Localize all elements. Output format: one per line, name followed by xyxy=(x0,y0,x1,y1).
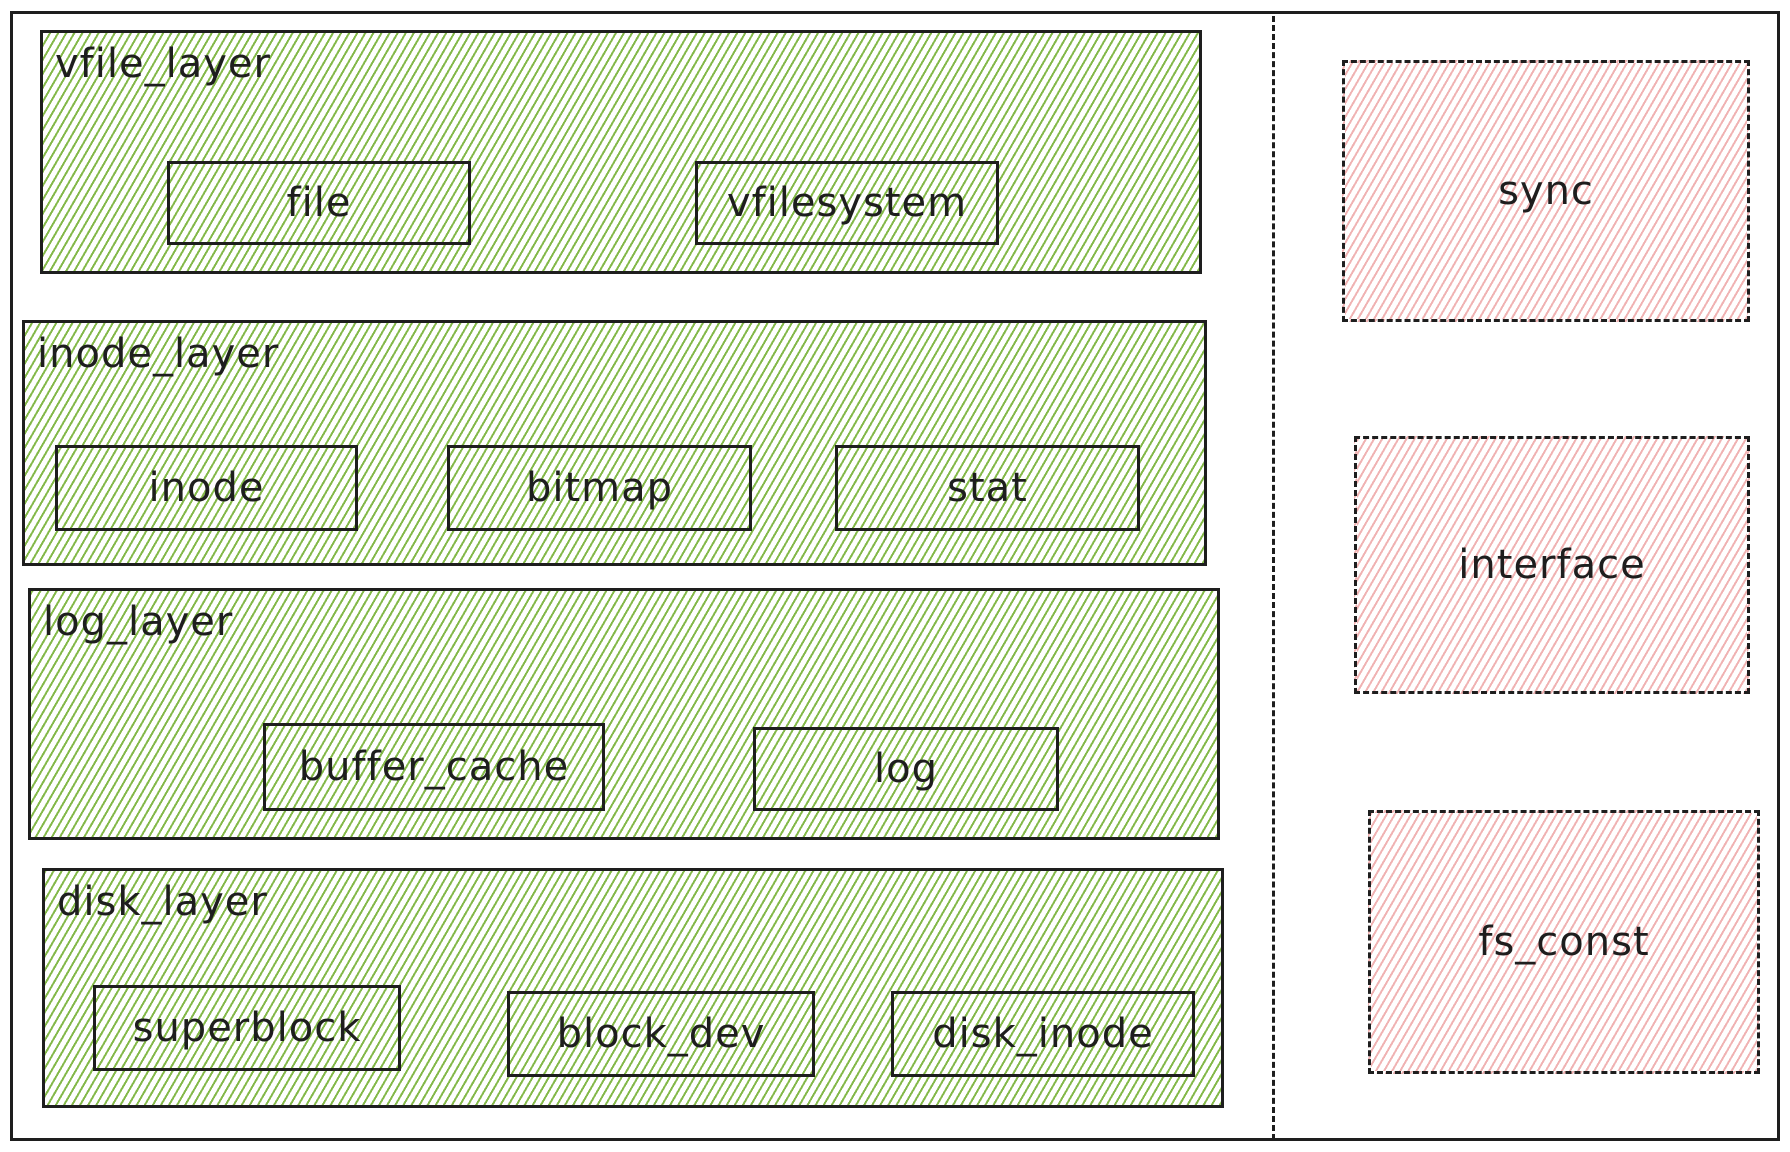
dashed-divider xyxy=(1272,16,1275,1140)
module-block-dev: block_dev xyxy=(507,991,815,1077)
module-stat: stat xyxy=(835,445,1140,531)
log-layer-title: log_layer xyxy=(43,599,234,645)
module-buffer-cache: buffer_cache xyxy=(263,723,605,811)
module-file: file xyxy=(167,161,471,245)
vfile-layer-title: vfile_layer xyxy=(55,41,271,87)
module-inode: inode xyxy=(55,445,358,531)
module-superblock: superblock xyxy=(93,985,401,1071)
vfile-layer: vfile_layer file vfilesystem xyxy=(40,30,1202,274)
side-module-interface: interface xyxy=(1354,436,1750,694)
side-module-sync: sync xyxy=(1342,60,1750,322)
disk-layer-title: disk_layer xyxy=(57,879,268,925)
module-vfilesystem: vfilesystem xyxy=(695,161,999,245)
log-layer: log_layer buffer_cache log xyxy=(28,588,1220,840)
module-log: log xyxy=(753,727,1059,811)
inode-layer: inode_layer inode bitmap stat xyxy=(22,320,1207,566)
side-module-fs-const: fs_const xyxy=(1368,810,1760,1074)
module-disk-inode: disk_inode xyxy=(891,991,1195,1077)
disk-layer: disk_layer superblock block_dev disk_ino… xyxy=(42,868,1224,1108)
module-bitmap: bitmap xyxy=(447,445,752,531)
inode-layer-title: inode_layer xyxy=(37,331,280,377)
